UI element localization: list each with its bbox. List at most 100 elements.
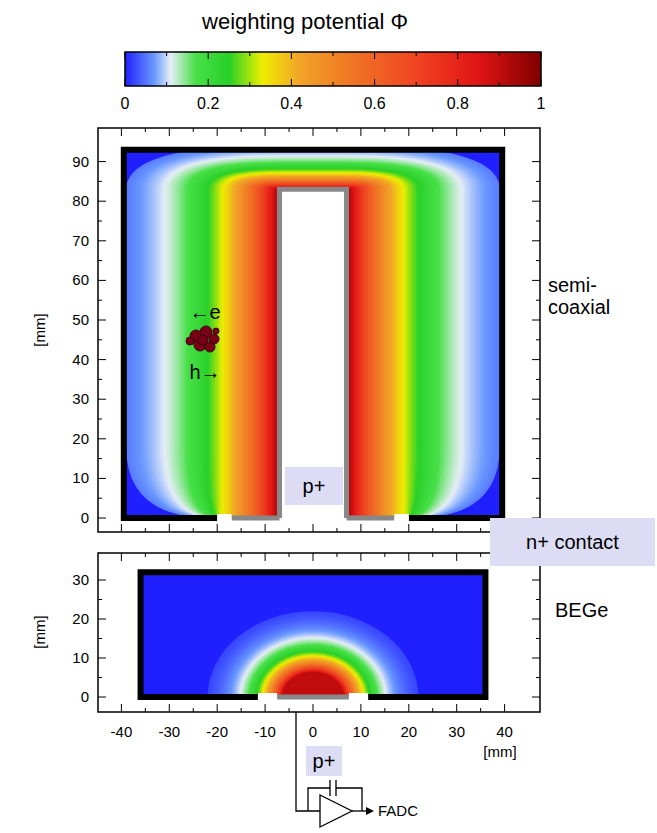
axis-tick	[536, 181, 540, 182]
colorbar-tick	[416, 82, 417, 86]
axis-tick	[241, 528, 242, 532]
field-contour	[215, 617, 411, 697]
axis-tick	[360, 128, 361, 136]
groove	[217, 514, 231, 521]
axis-tick	[432, 708, 433, 712]
axis-tick	[360, 704, 361, 712]
axis-tick	[536, 677, 540, 678]
axis-tick	[169, 524, 170, 532]
field-contour	[211, 614, 415, 697]
field-contour	[220, 621, 407, 697]
field-contour	[238, 636, 389, 697]
field-contour	[265, 658, 361, 697]
text-label: 1	[537, 95, 546, 113]
axis-tick	[480, 708, 481, 712]
field-contour	[287, 676, 340, 697]
colorbar-tick	[166, 82, 167, 86]
field-contour	[217, 619, 409, 697]
field-contour	[222, 623, 404, 697]
field-contour	[244, 640, 383, 697]
contact-label: p+	[303, 475, 326, 498]
plot-frame	[98, 553, 540, 712]
field-contour	[247, 643, 379, 697]
field-contour	[229, 629, 397, 697]
contact-label-box: p+	[306, 746, 342, 776]
field-contour	[256, 650, 371, 697]
axis-tick	[532, 280, 540, 281]
axis-tick	[98, 320, 106, 321]
field-contour	[209, 612, 417, 697]
axis-tick	[98, 658, 106, 659]
groove	[349, 693, 368, 700]
axis-tick	[336, 128, 337, 132]
axis-tick	[121, 524, 122, 532]
axis-tick	[408, 553, 409, 561]
field-contour	[289, 678, 337, 698]
field-contour	[266, 659, 359, 697]
field-background	[141, 572, 486, 697]
axis-tick	[289, 528, 290, 532]
field-contour	[234, 633, 392, 697]
field-contour	[245, 641, 382, 697]
axis-tick	[384, 128, 385, 132]
field-contour	[277, 668, 349, 697]
axis-tick	[289, 128, 290, 132]
amplifier-symbol	[320, 795, 352, 827]
text-label: -40	[111, 724, 133, 741]
axis-tick	[145, 553, 146, 557]
field-contour	[227, 627, 399, 697]
axis-tick	[193, 708, 194, 712]
text-label: 0.4	[280, 95, 302, 113]
axis-tick	[98, 458, 102, 459]
field-contour	[230, 630, 395, 697]
field-contour	[252, 647, 374, 697]
axis-tick	[360, 553, 361, 561]
charge-cloud	[186, 337, 194, 345]
colorbar-tick	[457, 52, 458, 59]
axis-tick	[532, 658, 540, 659]
axis-tick	[121, 704, 122, 712]
field-contour	[224, 625, 401, 697]
field-contour	[264, 657, 362, 697]
axis-tick	[536, 339, 540, 340]
field-contour	[259, 653, 367, 697]
axis-tick	[265, 524, 266, 532]
text-label: 40	[496, 724, 513, 741]
axis-tick	[145, 528, 146, 532]
field-contour	[242, 639, 383, 697]
axis-tick	[313, 553, 314, 561]
axis-tick	[98, 419, 102, 420]
axis-tick	[536, 599, 540, 600]
field-contour	[240, 638, 386, 697]
colorbar-tick	[208, 52, 209, 59]
axis-tick	[408, 704, 409, 712]
field-contour	[279, 670, 346, 697]
axis-tick	[456, 553, 457, 561]
text-label: semi-coaxial	[548, 274, 630, 318]
axis-tick	[336, 553, 337, 557]
field-contour	[291, 679, 334, 697]
colorbar-tick	[541, 79, 542, 86]
n-contact-outline	[124, 150, 502, 518]
axis-tick	[532, 580, 540, 581]
axis-tick	[336, 528, 337, 532]
axis-tick	[98, 619, 106, 620]
axis-tick	[241, 553, 242, 557]
field-contour	[210, 613, 416, 697]
field-contour	[226, 626, 401, 697]
axis-tick	[217, 704, 218, 712]
axis-tick	[145, 708, 146, 712]
field-contour	[253, 648, 373, 697]
colorbar-tick	[166, 52, 167, 56]
axis-tick	[532, 438, 540, 439]
axis-tick	[532, 240, 540, 241]
arrow-head	[366, 807, 374, 815]
field-contour	[283, 673, 343, 697]
axis-tick	[121, 553, 122, 561]
field-contour	[257, 651, 370, 697]
text-label: -10	[254, 724, 276, 741]
axis-tick	[241, 708, 242, 712]
axis-tick	[98, 498, 102, 499]
axis-tick	[456, 704, 457, 712]
field-contour	[269, 661, 358, 697]
